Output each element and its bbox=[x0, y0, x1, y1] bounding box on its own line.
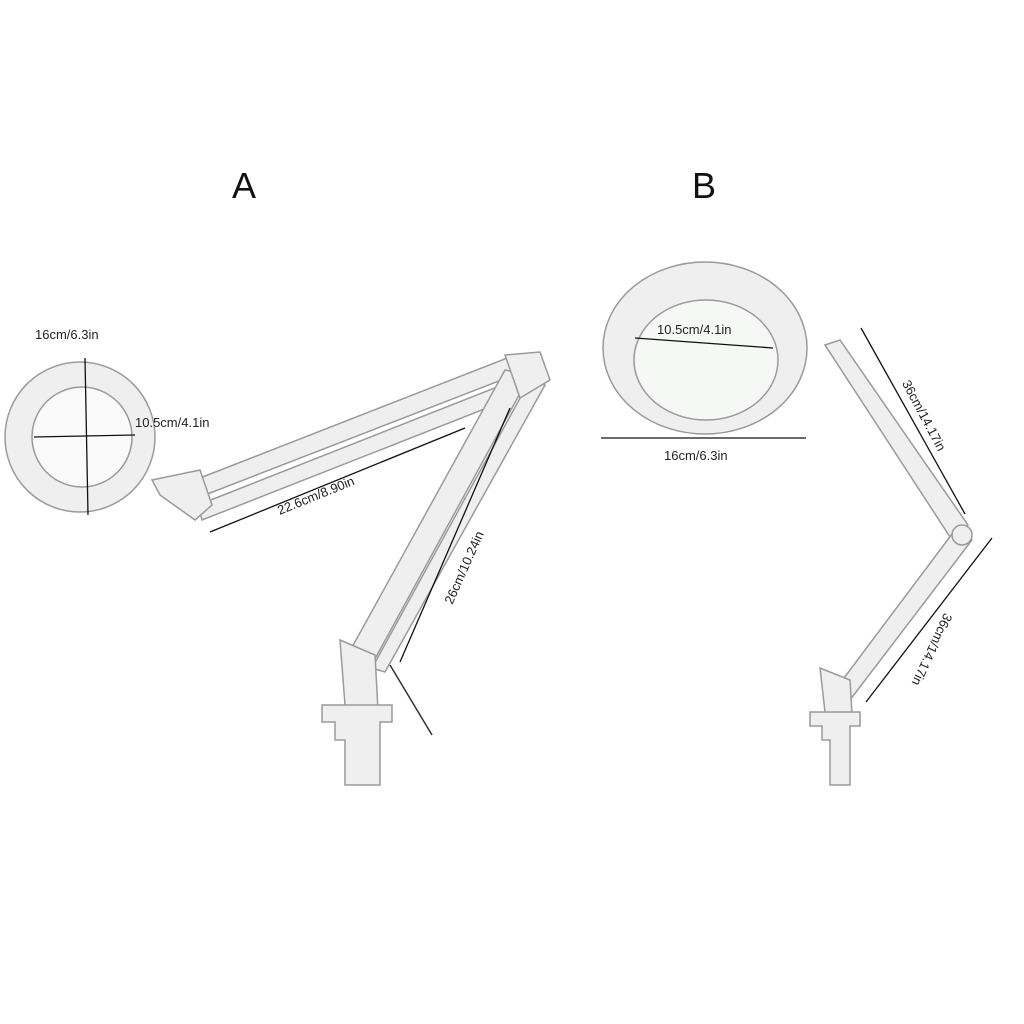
lamp-b-lens bbox=[633, 299, 779, 421]
a-lens-diameter-label: 10.5cm/4.1in bbox=[135, 415, 210, 430]
a-outer-diameter-label: 16cm/6.3in bbox=[35, 327, 99, 342]
lamp-a-cable bbox=[389, 664, 433, 736]
lamp-b-clamp bbox=[809, 711, 861, 786]
b-outer-diameter-label: 16cm/6.3in bbox=[664, 448, 728, 463]
variant-a-title: A bbox=[232, 165, 257, 206]
lamp-b-upper-arm bbox=[823, 339, 969, 542]
lamp-a-clamp bbox=[321, 704, 393, 786]
lamp-b-elbow-joint bbox=[951, 524, 973, 546]
lamp-a-lens bbox=[31, 386, 133, 488]
lamp-b bbox=[602, 261, 974, 786]
b-lens-diameter-label: 10.5cm/4.1in bbox=[657, 322, 732, 337]
lamp-a-dimensions bbox=[33, 357, 511, 663]
lamp-a bbox=[4, 351, 551, 786]
lamp-a-head-joint bbox=[150, 469, 213, 521]
lamp-b-dimensions bbox=[601, 327, 993, 703]
variant-b-title: B bbox=[692, 165, 717, 206]
lamp-a-top-joint bbox=[503, 351, 551, 400]
